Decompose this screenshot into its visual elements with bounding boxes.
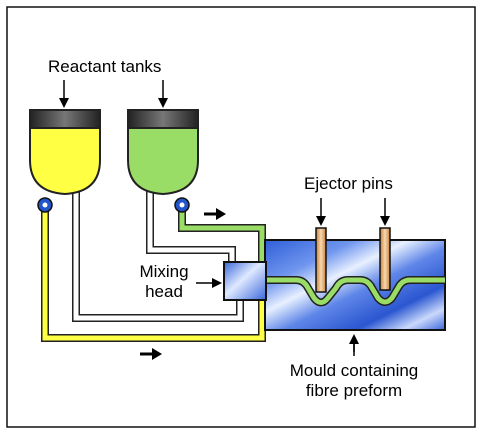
label-mixing-head-line2: head (145, 281, 183, 301)
valve-left-icon (37, 197, 53, 213)
valve-right-icon (174, 197, 190, 213)
ejector-pin-right (379, 227, 391, 291)
label-mould-line1: Mould containing (289, 361, 419, 380)
reactant-tank-green (127, 109, 199, 196)
ejector-pin-left (315, 227, 327, 293)
white-pipe-left (72, 185, 244, 322)
flow-arrow-bottom-icon (140, 348, 162, 360)
yellow-pipe (41, 205, 266, 342)
flow-arrow-top-icon (204, 208, 226, 220)
arrow-to-mould-icon (349, 334, 359, 356)
label-mixing-head-line1: Mixing (139, 262, 189, 281)
arrow-to-mixing-head-icon (196, 278, 222, 288)
arrow-to-tank-left-icon (59, 80, 69, 108)
label-reactant-tanks: Reactant tanks (48, 57, 162, 76)
label-ejector-pins: Ejector pins (304, 174, 393, 193)
mixing-head (223, 261, 267, 301)
arrow-to-tank-right-icon (158, 80, 168, 108)
reactant-tank-yellow (29, 109, 101, 196)
arrow-to-pin-right-icon (380, 198, 390, 226)
label-mould: Mould containing fibre preform (276, 361, 432, 400)
arrow-to-pin-left-icon (316, 198, 326, 226)
label-mould-line2: fibre preform (305, 380, 403, 400)
outer-border (6, 6, 476, 428)
green-pipe (178, 210, 266, 262)
mould (262, 227, 446, 331)
white-pipe-right (146, 185, 236, 262)
label-mixing-head: Mixing head (133, 262, 195, 301)
